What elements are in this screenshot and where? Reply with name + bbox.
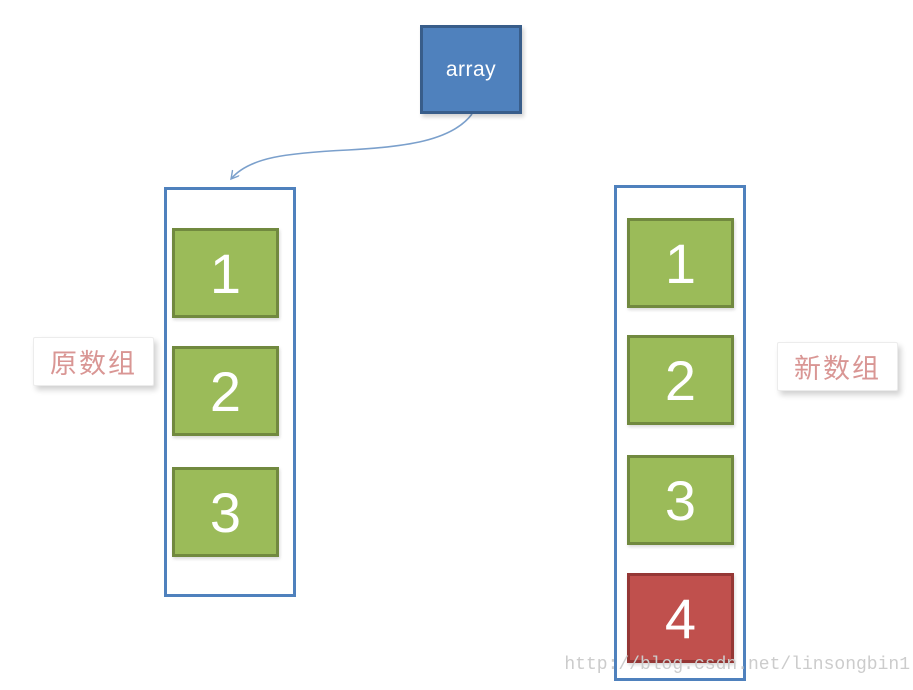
cell-value: 4 [664, 586, 697, 650]
cell-value: 3 [664, 468, 697, 532]
cell-value: 1 [664, 231, 697, 295]
original-array-container: 1 2 3 [164, 187, 296, 597]
pointer-arrow-path [231, 113, 473, 179]
new-array-cell-4-highlight: 4 [627, 573, 734, 663]
new-array-container: 1 2 3 4 [614, 185, 746, 681]
new-array-label-text: 新数组 [794, 354, 881, 385]
array-pointer-box: array [420, 25, 522, 114]
new-array-cell-1: 1 [627, 218, 734, 308]
original-array-cell-1: 1 [172, 228, 279, 318]
cell-value: 3 [209, 480, 242, 544]
new-array-cell-3: 3 [627, 455, 734, 545]
original-array-cell-3: 3 [172, 467, 279, 557]
cell-value: 2 [209, 359, 242, 423]
original-array-label-text: 原数组 [50, 349, 137, 380]
original-array-cell-2: 2 [172, 346, 279, 436]
new-array-cell-2: 2 [627, 335, 734, 425]
original-array-label: 原数组 [33, 337, 154, 386]
array-pointer-label: array [445, 57, 497, 81]
watermark-url: http://blog.csdn.net/linsongbin1 [564, 655, 910, 675]
cell-value: 2 [664, 348, 697, 412]
new-array-label: 新数组 [777, 342, 898, 391]
cell-value: 1 [209, 241, 242, 305]
